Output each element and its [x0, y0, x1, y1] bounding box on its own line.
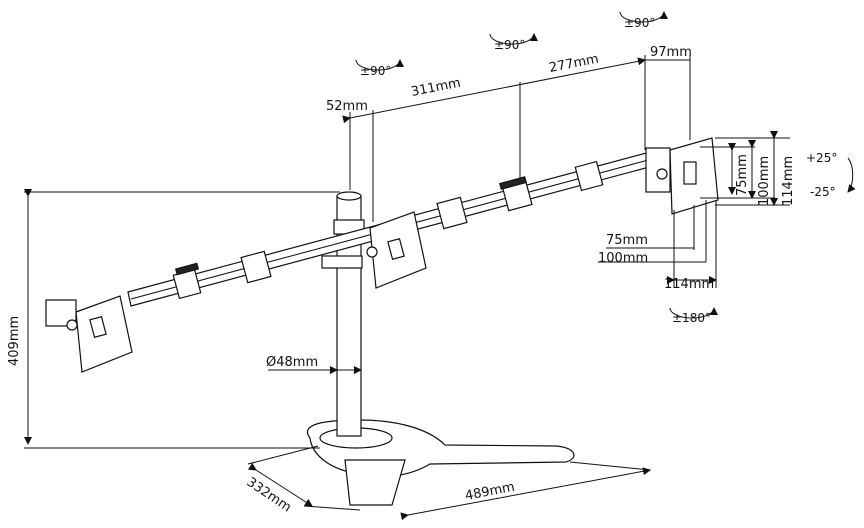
dim-100-horizontal: 100mm — [598, 251, 648, 266]
right-swivel-label: ±90° — [624, 16, 655, 30]
dimension-lines — [24, 55, 790, 521]
dim-489: 489mm — [464, 480, 516, 504]
dim-97: 97mm — [650, 45, 692, 60]
tilt-down-label: -25° — [810, 185, 836, 199]
center-pole — [321, 191, 365, 437]
vesa-plate-left — [45, 295, 133, 373]
dim-75-vertical: 75mm — [735, 154, 750, 196]
dim-48: Ø48mm — [266, 355, 318, 370]
vesa-plate-right — [645, 137, 719, 215]
dim-114-vertical: 114mm — [781, 156, 796, 206]
tilt-up-label: +25° — [806, 151, 837, 165]
dim-409: 409mm — [7, 316, 22, 366]
dim-100-vertical: 100mm — [757, 156, 772, 206]
vesa-plate-center — [366, 211, 427, 289]
dim-114-horizontal: 114mm — [664, 277, 714, 292]
left-swivel-label: ±90° — [360, 64, 391, 78]
dim-52: 52mm — [326, 99, 368, 114]
dim-75-horizontal: 75mm — [606, 233, 648, 248]
center-swivel-label: ±90° — [494, 38, 525, 52]
rotate-label: ±180° — [672, 311, 711, 325]
dim-332: 332mm — [244, 475, 294, 515]
dim-277: 277mm — [548, 52, 600, 76]
rotation-arrows — [355, 11, 856, 319]
dim-311: 311mm — [410, 76, 462, 100]
rotation-labels: ±90° ±90° ±90° ±180° +25° -25° — [360, 16, 837, 325]
